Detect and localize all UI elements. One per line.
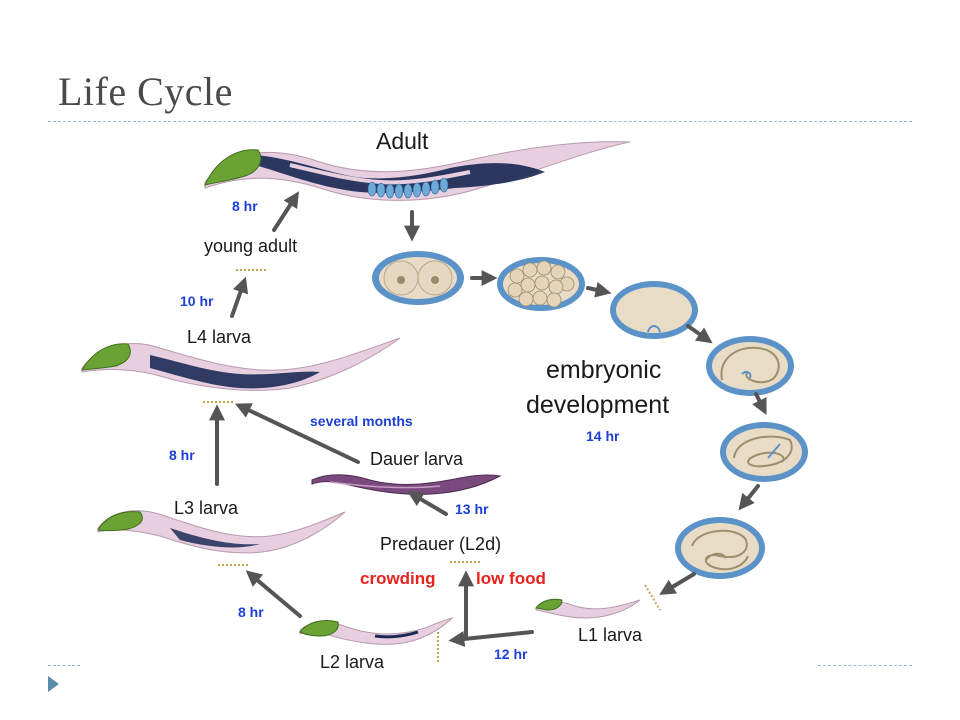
time-l1-to-l2: 12 hr — [494, 646, 528, 662]
footer-divider-right — [818, 665, 912, 666]
label-l3: L3 larva — [174, 498, 239, 518]
embryo-pretzel — [675, 517, 765, 579]
label-l4: L4 larva — [187, 327, 252, 347]
time-l4-to-young: 10 hr — [180, 293, 214, 309]
time-embryonic: 14 hr — [586, 428, 620, 444]
embryo-2-cell — [372, 251, 464, 305]
arrow-embryo-3 — [686, 324, 713, 344]
molt-markers — [203, 269, 661, 662]
arrow-l4-to-young — [230, 276, 249, 318]
adult-worm — [204, 141, 631, 201]
label-development: development — [526, 391, 669, 419]
condition-low-food: low food — [476, 569, 546, 588]
time-l3-to-l4: 8 hr — [169, 447, 195, 463]
arrow-young-to-adult — [272, 191, 300, 232]
label-adult: Adult — [376, 128, 429, 154]
label-dauer: Dauer larva — [370, 449, 464, 469]
time-l2-to-l3: 8 hr — [238, 604, 264, 620]
time-predauer-to-dauer: 13 hr — [455, 501, 489, 517]
time-young-to-adult: 8 hr — [232, 198, 258, 214]
embryo-multicell — [497, 257, 585, 311]
embryo-comma — [706, 336, 794, 396]
arrow-dauer-to-l4 — [234, 403, 360, 464]
embryo-twofold — [720, 422, 808, 482]
time-dauer-to-l4: several months — [310, 413, 413, 429]
arrow-embryo-4 — [752, 392, 767, 416]
condition-crowding: crowding — [360, 569, 436, 588]
l2-worm — [299, 617, 454, 645]
label-l1: L1 larva — [578, 625, 643, 645]
l4-worm — [81, 337, 401, 391]
slide-title: Life Cycle — [58, 69, 233, 114]
embryo-gastrula — [610, 281, 698, 339]
arrow-embryo-5 — [738, 484, 760, 511]
transition-arrows — [209, 191, 767, 647]
arrow-embryo-to-l1 — [659, 572, 696, 595]
label-young-adult: young adult — [204, 236, 297, 256]
arrow-l2-to-l3 — [245, 570, 302, 618]
arrow-predauer-to-dauer — [407, 491, 448, 516]
l3-worm — [97, 510, 346, 554]
dauer-worm — [311, 474, 502, 495]
label-embryonic: embryonic — [546, 356, 661, 384]
title-divider — [48, 121, 912, 122]
footer-divider-left — [48, 665, 80, 666]
label-l2: L2 larva — [320, 652, 385, 672]
arrow-embryo-2 — [586, 281, 612, 298]
l1-worm — [535, 598, 641, 619]
arrow-l1-to-l2 — [448, 630, 534, 647]
label-predauer: Predauer (L2d) — [380, 534, 501, 554]
bullet-triangle-icon — [48, 676, 59, 692]
